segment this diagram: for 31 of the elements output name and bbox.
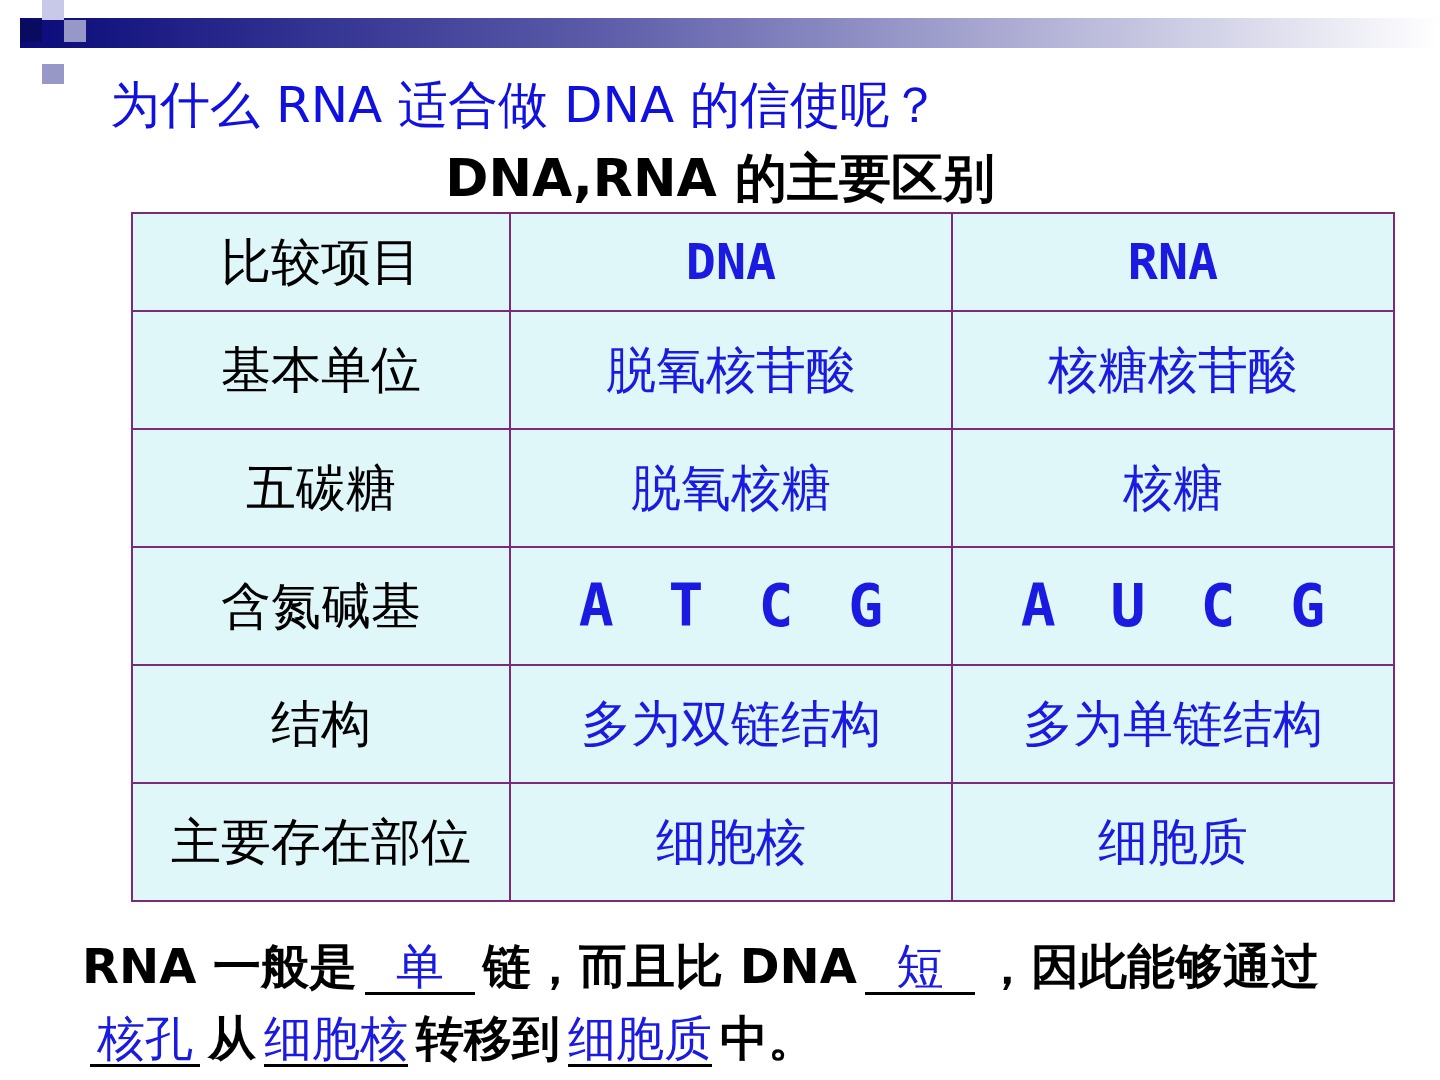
row-header-cell: 基本单位 — [132, 311, 510, 429]
table-cell: 脱氧核糖 — [510, 429, 952, 547]
header-cell: RNA — [952, 213, 1394, 311]
slide-title: 为什么 RNA 适合做 DNA 的信使呢？ — [110, 75, 941, 136]
table-cell: A T C G — [510, 547, 952, 665]
fill-in-answer: 短 — [864, 940, 975, 995]
sentence-text: 从 — [208, 1010, 256, 1066]
table-heading: DNA,RNA 的主要区别 — [444, 147, 996, 210]
row-header-cell: 结构 — [132, 665, 510, 783]
header-cell: 比较项目 — [132, 213, 510, 311]
sentence-text: ，因此能够通过 — [982, 938, 1319, 994]
sentence-text: 链，而且比 DNA — [483, 938, 857, 994]
fill-in-answer: 细胞核 — [264, 1012, 408, 1067]
sentence-text: 中。 — [720, 1010, 816, 1066]
table-cell: 核糖核苷酸 — [952, 311, 1394, 429]
table-cell: 脱氧核苷酸 — [510, 311, 952, 429]
sentence-text: 转移到 — [416, 1010, 560, 1066]
fill-in-answer: 细胞质 — [568, 1012, 712, 1067]
row-header-cell: 五碳糖 — [132, 429, 510, 547]
table-cell: 多为双链结构 — [510, 665, 952, 783]
table-cell: 细胞质 — [952, 783, 1394, 901]
row-header-cell: 主要存在部位 — [132, 783, 510, 901]
table-cell: 细胞核 — [510, 783, 952, 901]
table-cell: 多为单链结构 — [952, 665, 1394, 783]
table-cell: A U C G — [952, 547, 1394, 665]
header-cell: DNA — [510, 213, 952, 311]
table-cell: 核糖 — [952, 429, 1394, 547]
fill-in-answer: 单 — [365, 940, 475, 995]
fill-in-answer: 核孔 — [90, 1012, 200, 1067]
row-header-cell: 含氮碱基 — [132, 547, 510, 665]
sentence-text: RNA 一般是 — [82, 938, 357, 994]
